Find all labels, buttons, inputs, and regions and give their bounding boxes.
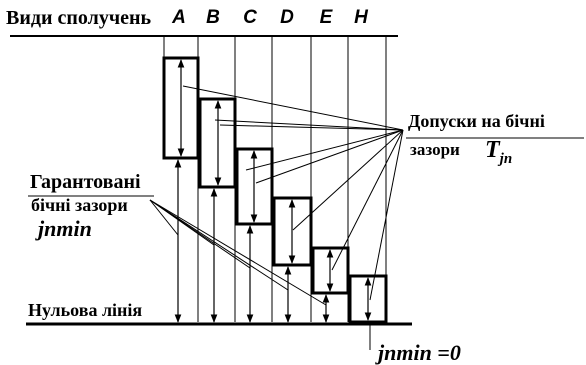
column-label-d: D [280, 7, 294, 28]
tolerance-label-line1: Допуски на бічні [408, 111, 545, 131]
column-label-b: B [206, 7, 220, 28]
tolerance-leader [292, 129, 404, 231]
tolerance-box-b [198, 97, 237, 189]
tolerance-leader [245, 129, 404, 171]
column-label-e: E [319, 7, 333, 28]
tolerance-box-h [348, 274, 388, 324]
tolerance-leader [182, 85, 404, 131]
tolerance-box-d [272, 196, 313, 267]
zero-line-label: Нульова лінія [28, 300, 143, 320]
backlash-leader [149, 199, 327, 306]
tolerance-leader [331, 129, 404, 271]
backlash-leader [149, 199, 179, 236]
column-label-a: A [172, 7, 186, 28]
bottom-formula: jnmin =0 [378, 340, 461, 365]
tolerance-box-a [162, 56, 200, 160]
tolerance-box-c [235, 147, 274, 226]
tolerance-box-e [311, 246, 350, 295]
guaranteed-label-line2: бічні зазори [31, 195, 128, 215]
column-label-c: C [243, 7, 257, 28]
tolerance-leader [255, 129, 404, 184]
column-label-h: H [354, 7, 368, 28]
header-label: Види сполучень [6, 7, 152, 29]
tolerance-leader [214, 119, 404, 131]
tolerance-symbol: Tjn [485, 137, 513, 167]
tolerance-leader [219, 124, 404, 131]
tolerance-label-line2: зазори [410, 140, 460, 159]
tolerance-leader [369, 129, 404, 301]
backlash-leader [149, 199, 289, 291]
guaranteed-symbol: jnmin [38, 216, 92, 241]
guaranteed-label-line1: Гарантовані [30, 171, 141, 193]
